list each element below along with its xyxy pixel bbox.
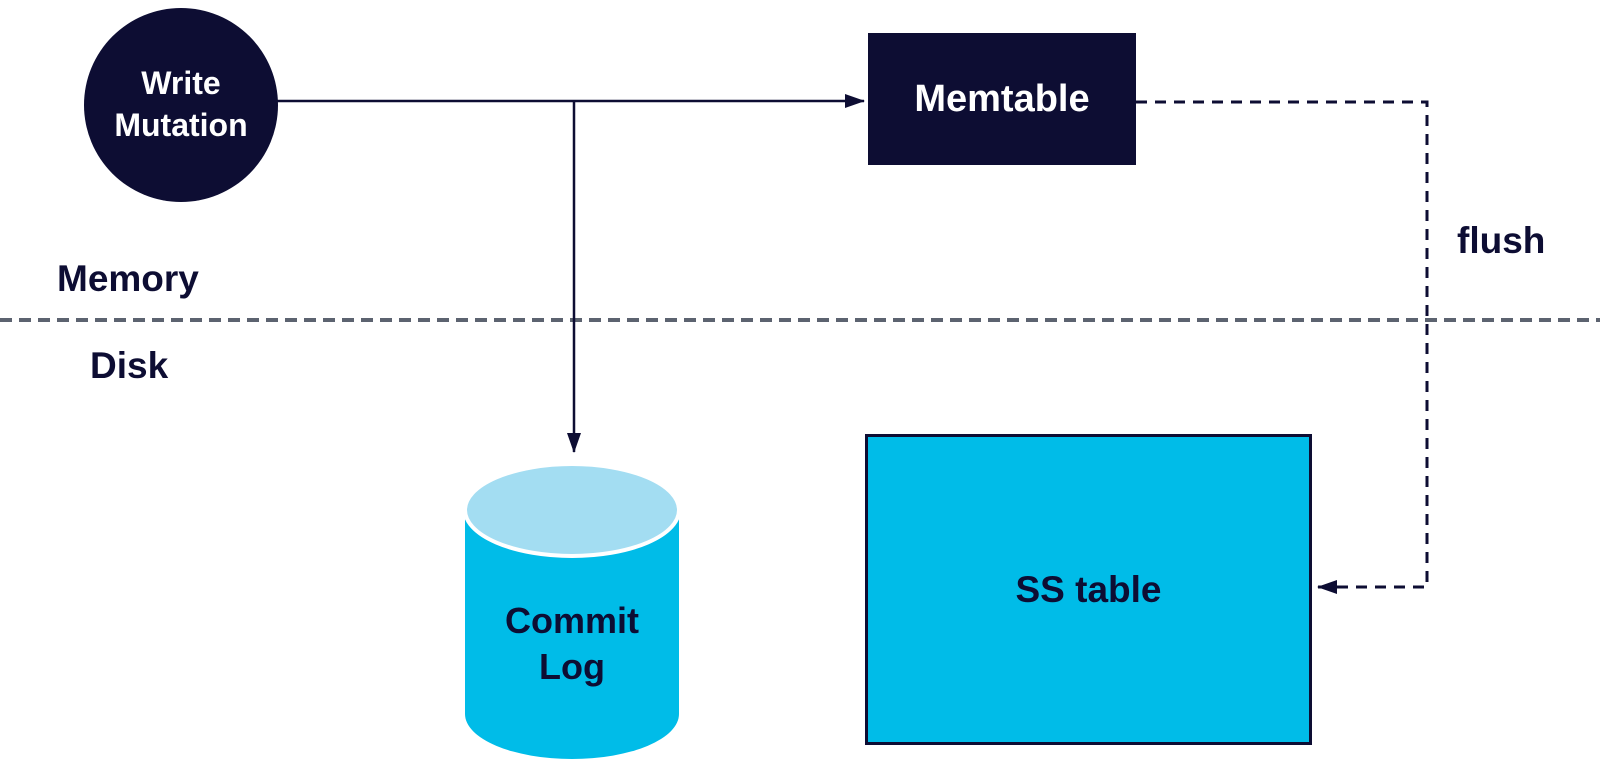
sstable-node: SS table <box>865 434 1312 745</box>
memory-zone-label: Memory <box>57 258 199 299</box>
memtable-flush-to-sstable-arrow <box>1136 100 1429 594</box>
write-mutation-label: Write Mutation <box>114 65 248 143</box>
flush-label: flush <box>1457 220 1546 261</box>
commit-log-cylinder <box>464 462 680 759</box>
memtable-label: Memtable <box>914 77 1090 120</box>
disk-zone-label: Disk <box>90 345 169 386</box>
commit-log-cylinder-top <box>464 462 680 558</box>
write-mutation-node: Write Mutation <box>84 8 278 202</box>
commit-log-cylinder-body <box>465 510 679 759</box>
sstable-label: SS table <box>1015 568 1162 610</box>
memtable-node: Memtable <box>868 33 1136 165</box>
commit-log-label: Commit Log <box>505 600 639 687</box>
